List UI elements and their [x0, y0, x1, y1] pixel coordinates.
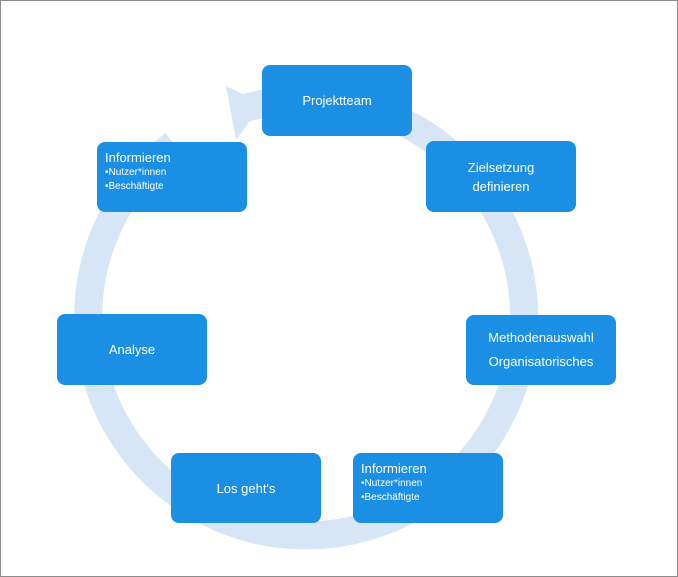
node-zielsetzung-line2: definieren — [472, 178, 530, 194]
node-projektteam-label: Projektteam — [302, 93, 372, 108]
cycle-arrowhead — [226, 86, 262, 140]
node-informieren-top-item: •Nutzer*innen — [105, 167, 167, 178]
node-informieren-bottom-item: •Nutzer*innen — [361, 478, 423, 489]
node-analyse-label: Analyse — [108, 342, 156, 357]
node-los-gehts: Los geht's — [171, 453, 321, 523]
node-methodenauswahl-line1: Methodenauswahl — [488, 330, 594, 345]
node-informieren-bottom-title: Informieren — [361, 461, 427, 476]
node-informieren-bottom-item: •Beschäftigte — [361, 492, 420, 503]
node-informieren-top-item: •Beschäftigte — [105, 181, 164, 192]
node-analyse: Analyse — [57, 314, 207, 385]
node-methodenauswahl-line2: Organisatorisches — [488, 354, 594, 369]
node-zielsetzung-line1: Zielsetzung — [467, 159, 535, 175]
node-informieren-top-title: Informieren — [105, 150, 171, 165]
node-zielsetzung: Zielsetzung definieren — [426, 141, 576, 212]
node-informieren-top: Informieren •Nutzer*innen •Beschäftigte — [97, 142, 247, 212]
node-projektteam: Projektteam — [262, 65, 412, 136]
node-informieren-bottom: Informieren •Nutzer*innen •Beschäftigte — [353, 453, 503, 523]
node-methodenauswahl: Methodenauswahl Organisatorisches — [466, 315, 616, 385]
node-los-gehts-label: Los geht's — [216, 480, 276, 496]
